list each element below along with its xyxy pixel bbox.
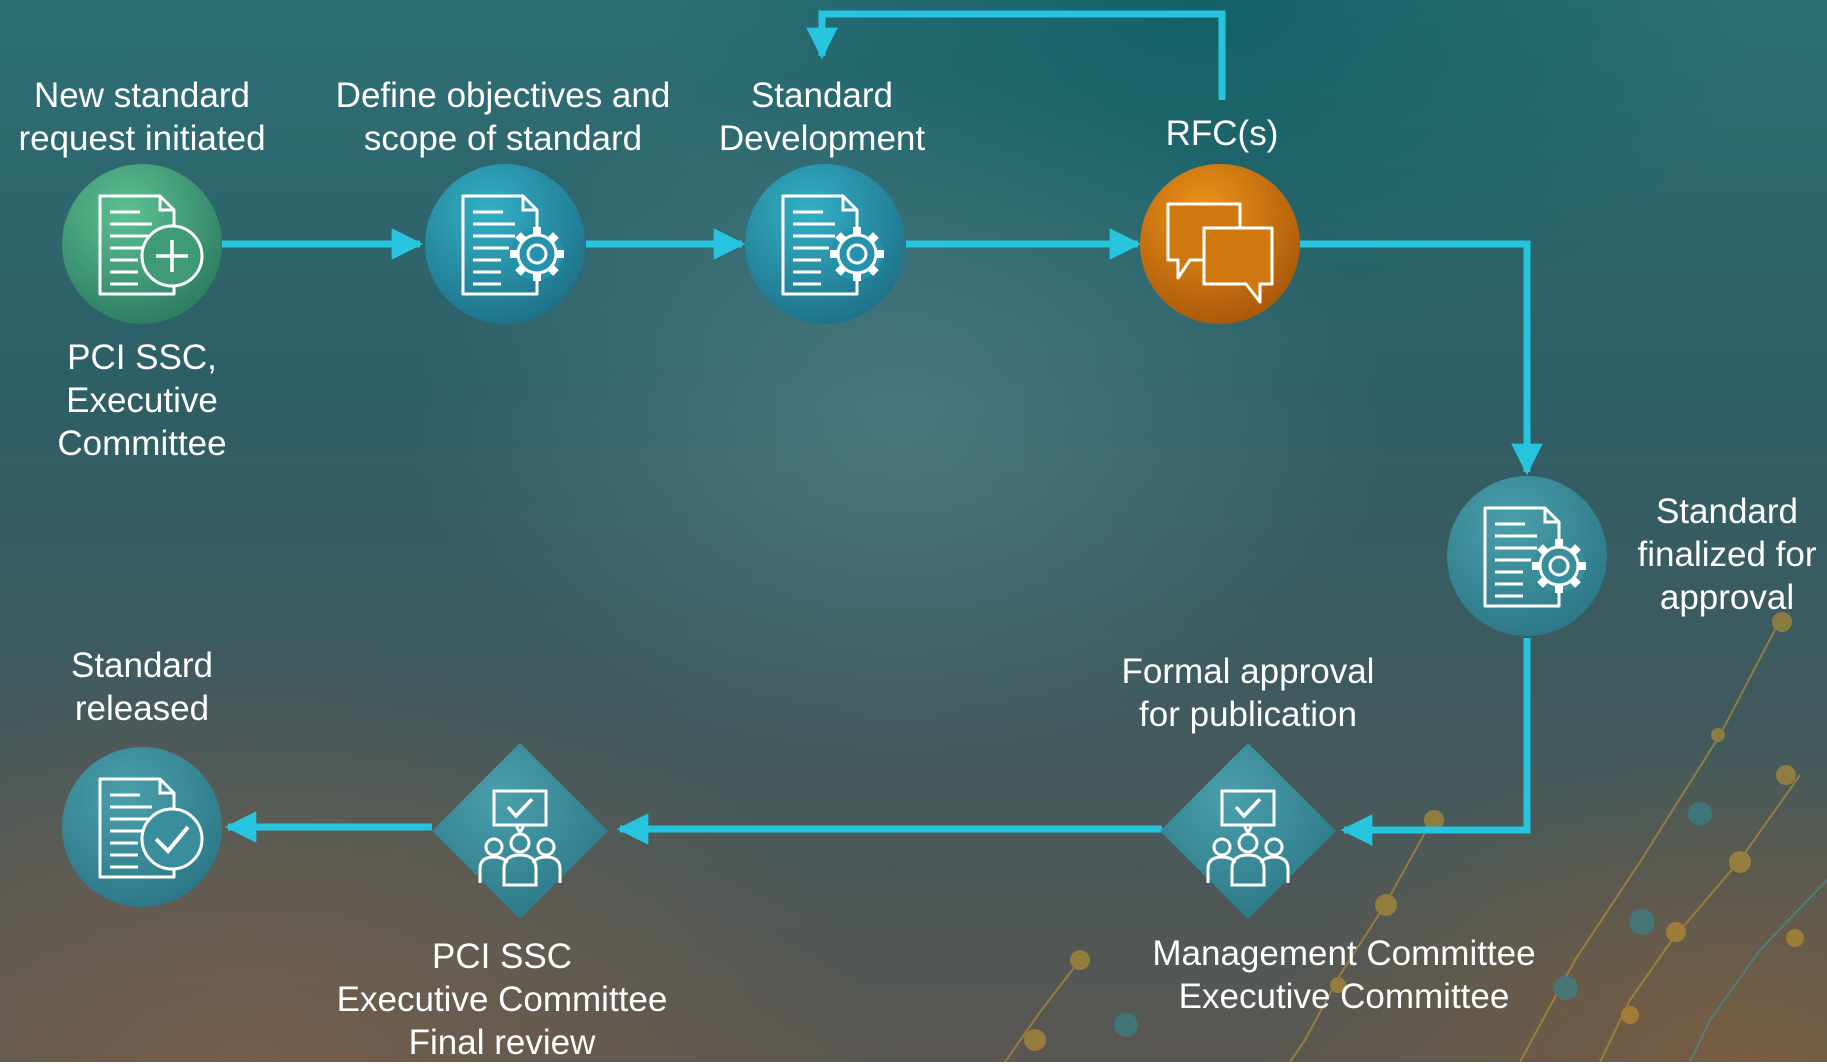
label-line: Formal approval xyxy=(1121,652,1375,691)
node-final-review xyxy=(432,743,608,919)
arrow-finalized-to-approval xyxy=(1340,638,1531,846)
label-line: Management Committee xyxy=(1152,934,1536,973)
label-new-request: New standard request initiated xyxy=(18,74,265,160)
label-line: Executive Committee xyxy=(1178,977,1510,1016)
label-line: PCI SSC, xyxy=(67,338,217,377)
document-gear-icon xyxy=(1483,506,1586,608)
label-line: released xyxy=(74,689,210,728)
node-new-request xyxy=(62,164,222,324)
label-rfc: RFC(s) xyxy=(1166,112,1279,155)
label-define-objectives: Define objectives and scope of standard xyxy=(336,74,671,160)
label-line: Define objectives and xyxy=(335,76,671,115)
node-released xyxy=(62,747,222,907)
label-line: PCI SSC xyxy=(431,937,573,976)
document-gear-icon xyxy=(461,194,564,296)
label-line: New standard xyxy=(34,76,250,115)
label-line: for publication xyxy=(1139,695,1357,734)
node-standard-development xyxy=(745,164,905,324)
label-line: Development xyxy=(718,119,926,158)
label-line: RFC(s) xyxy=(1165,114,1279,153)
label-line: Standard xyxy=(70,646,214,685)
label-released: Standard released xyxy=(71,644,213,730)
label-finalized: Standard finalized for approval xyxy=(1638,490,1817,619)
label-line: approval xyxy=(1659,578,1795,617)
label-line: finalized for xyxy=(1637,535,1817,574)
label-line: Executive Committee xyxy=(336,980,668,1019)
arrow-rfc-feedback xyxy=(806,10,1226,100)
label-line: request initiated xyxy=(18,119,266,158)
node-define-objectives xyxy=(425,164,585,324)
node-rfc xyxy=(1140,164,1300,324)
label-formal-approval-owner: Management Committee Executive Committee xyxy=(1152,932,1535,1018)
label-formal-approval: Formal approval for publication xyxy=(1122,650,1375,736)
connectors xyxy=(222,10,1543,846)
document-plus-icon xyxy=(98,194,204,296)
node-finalized xyxy=(1447,476,1607,636)
speech-bubbles-icon xyxy=(1166,202,1274,304)
decorative-network xyxy=(1004,612,1827,1062)
label-final-review-owner: PCI SSC Executive Committee Final review xyxy=(337,935,668,1064)
label-line: Final review xyxy=(408,1023,596,1062)
label-standard-development: Standard Development xyxy=(719,74,925,160)
document-check-icon xyxy=(98,777,204,879)
label-line: scope of standard xyxy=(363,119,643,158)
node-formal-approval xyxy=(1160,743,1336,919)
label-line: Committee xyxy=(57,424,227,463)
arrow-rfc-to-finalized xyxy=(1300,240,1543,476)
document-gear-icon xyxy=(781,194,884,296)
label-new-request-owner: PCI SSC, Executive Committee xyxy=(57,336,226,465)
label-line: Standard xyxy=(1655,492,1799,531)
label-line: Standard xyxy=(750,76,894,115)
label-line: Executive xyxy=(66,381,218,420)
